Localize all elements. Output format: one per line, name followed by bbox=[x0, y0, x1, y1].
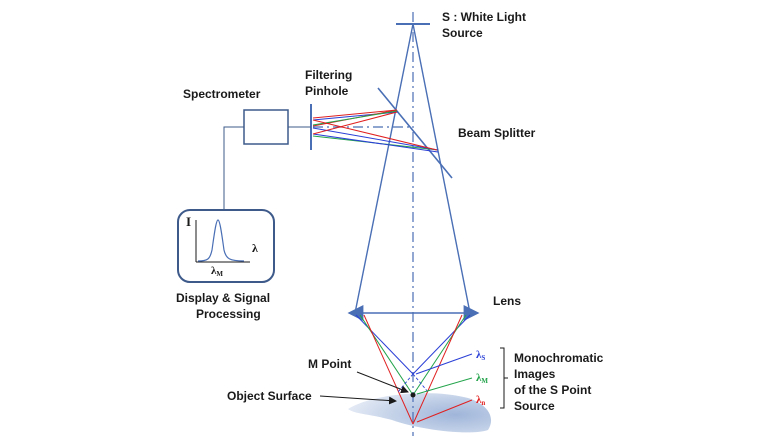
mono-label-line2: Images bbox=[514, 367, 556, 381]
lambda-m-pointer bbox=[416, 377, 473, 395]
source-label: S : White Light bbox=[442, 10, 526, 24]
spectrometer-cable bbox=[223, 126, 244, 210]
focused-rays bbox=[355, 314, 471, 425]
lambda-m-label: λM bbox=[476, 372, 488, 385]
plot-x-axis-label: λ bbox=[252, 241, 258, 255]
filtering-pinhole-label-line2: Pinhole bbox=[305, 84, 349, 98]
plot-y-axis-label: I bbox=[186, 214, 191, 229]
spectrometer-box bbox=[243, 109, 289, 145]
spectrum-peak-curve bbox=[197, 219, 245, 262]
mono-label-line1: Monochromatic bbox=[514, 351, 604, 365]
return-rays bbox=[312, 109, 439, 153]
beam-splitter-plate bbox=[377, 87, 453, 179]
display-label: Display & Signal bbox=[176, 291, 270, 305]
mono-label-line4: Source bbox=[514, 399, 555, 413]
lambda-n-label: λn bbox=[476, 394, 485, 407]
cone-left-ray bbox=[354, 23, 414, 314]
beam-splitter-label: Beam Splitter bbox=[458, 126, 536, 140]
m-point-label: M Point bbox=[308, 357, 351, 371]
spectrometer-label: Spectrometer bbox=[183, 87, 261, 101]
filtering-pinhole-label: Filtering bbox=[305, 68, 352, 82]
splitter-rays bbox=[312, 111, 438, 151]
object-surface-shape bbox=[348, 393, 492, 433]
lens-label: Lens bbox=[493, 294, 521, 308]
wavelength-bracket bbox=[500, 347, 508, 409]
object-surface-leader bbox=[319, 395, 397, 405]
display-screen bbox=[177, 209, 275, 283]
m-point-leader bbox=[356, 371, 409, 394]
defocused-rays bbox=[397, 373, 429, 393]
plot-peak-label: λM bbox=[211, 265, 223, 278]
source-label-line2: Source bbox=[442, 26, 483, 40]
lambda-s-label: λS bbox=[476, 349, 485, 362]
lambda-n-pointer bbox=[416, 399, 473, 423]
lambda-s-pointer bbox=[415, 353, 473, 375]
mono-label-line3: of the S Point bbox=[514, 383, 591, 397]
cone-right-ray bbox=[412, 23, 471, 314]
object-surface-label: Object Surface bbox=[227, 389, 312, 403]
m-point-dot bbox=[410, 392, 416, 398]
display-label-line2: Processing bbox=[196, 307, 261, 321]
